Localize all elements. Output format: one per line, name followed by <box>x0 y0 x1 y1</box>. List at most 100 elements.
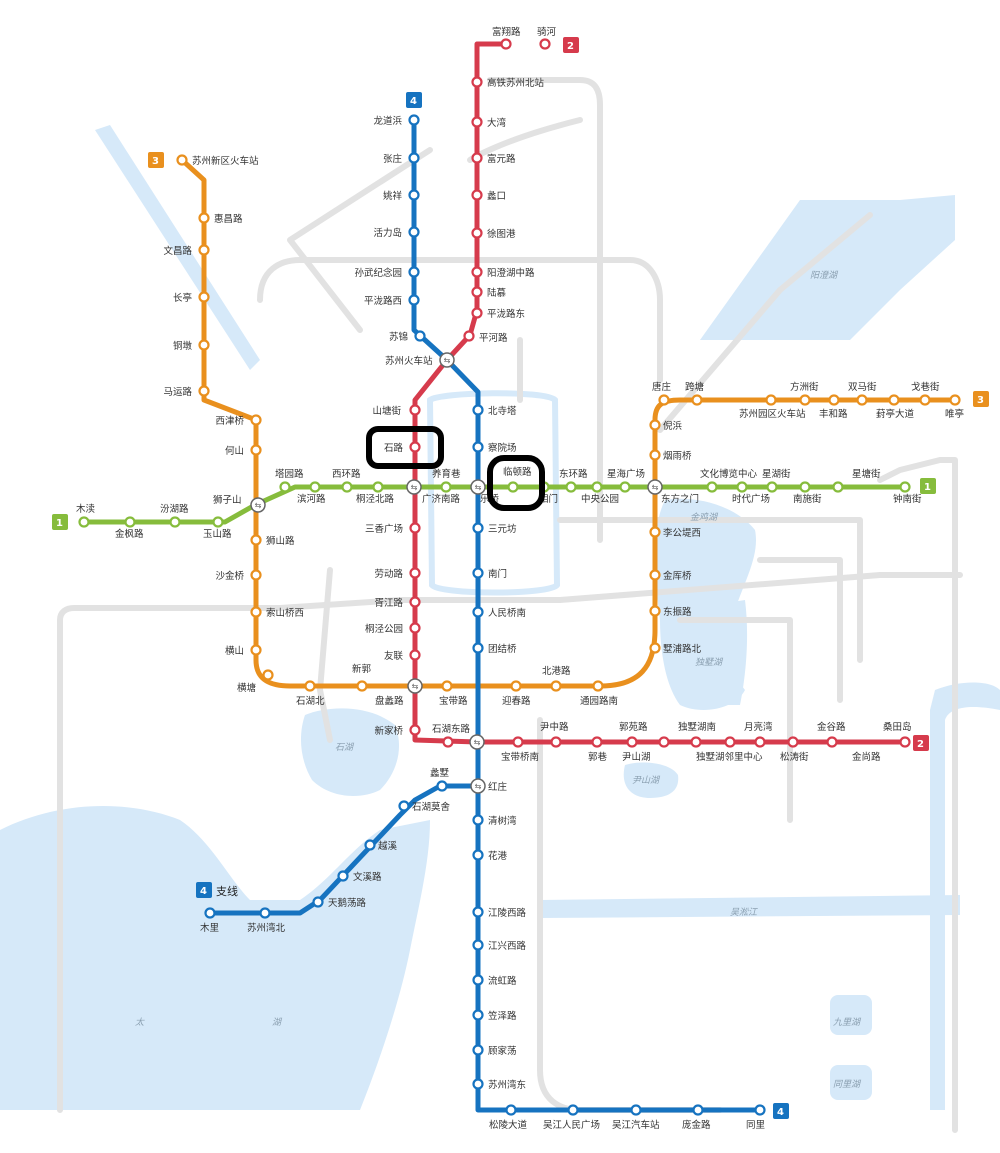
station-lindun[interactable] <box>507 481 519 493</box>
station-qingshu[interactable] <box>472 814 484 826</box>
station-huoli[interactable] <box>408 226 420 238</box>
station-dawan[interactable] <box>471 116 483 128</box>
station-nanshi[interactable] <box>799 481 811 493</box>
station-beisi[interactable] <box>472 404 484 416</box>
station-hengtang[interactable] <box>262 669 274 681</box>
station-wujiang_rm[interactable] <box>567 1104 579 1116</box>
station-kuatang[interactable] <box>691 394 703 406</box>
station-fuxiang[interactable] <box>500 38 512 50</box>
station-jinhu[interactable] <box>649 569 661 581</box>
station-shihu_ym[interactable] <box>398 800 410 812</box>
station-nanmen[interactable] <box>472 567 484 579</box>
station-baodai[interactable] <box>441 680 453 692</box>
station-shantang[interactable] <box>409 404 421 416</box>
station-shajin[interactable] <box>250 569 262 581</box>
station-hengshan[interactable] <box>250 644 262 656</box>
station-yaoxiang[interactable] <box>408 189 420 201</box>
station-binhe[interactable] <box>309 481 321 493</box>
station-songling[interactable] <box>505 1104 517 1116</box>
station-tongyuan_n[interactable] <box>592 680 604 692</box>
station-fenhu[interactable] <box>169 516 181 528</box>
station-gujiadang[interactable] <box>472 1044 484 1056</box>
station-jiangling_w[interactable] <box>472 906 484 918</box>
station-dushu_ll[interactable] <box>690 736 702 748</box>
station-mayun[interactable] <box>198 385 210 397</box>
station-xihuan[interactable] <box>341 481 353 493</box>
station-fengting[interactable] <box>888 394 900 406</box>
station-xinghai[interactable] <box>619 481 631 493</box>
station-gewei[interactable] <box>919 394 931 406</box>
station-heshan[interactable] <box>250 444 262 456</box>
station-dongfang-interchange[interactable] <box>647 479 663 495</box>
station-jiashan_x[interactable] <box>250 606 262 618</box>
station-guangji-interchange[interactable] <box>406 479 422 495</box>
station-lishu[interactable] <box>436 780 448 792</box>
station-shishan[interactable] <box>250 534 262 546</box>
station-lumu[interactable] <box>471 286 483 298</box>
station-zhangzhuang[interactable] <box>408 152 420 164</box>
station-yuexi[interactable] <box>364 839 376 851</box>
station-sanxiang[interactable] <box>409 522 421 534</box>
station-panli-interchange[interactable] <box>407 678 423 694</box>
station-weiting[interactable] <box>949 394 961 406</box>
station-xujiang[interactable] <box>409 596 421 608</box>
station-longdao[interactable] <box>408 114 420 126</box>
station-wujiang_qc[interactable] <box>630 1104 642 1116</box>
station-jingu[interactable] <box>787 736 799 748</box>
station-yangcheng_zhong[interactable] <box>471 266 483 278</box>
station-jiangxing_w[interactable] <box>472 939 484 951</box>
station-yushan[interactable] <box>212 516 224 528</box>
station-tongdun[interactable] <box>198 339 210 351</box>
station-guoxiang[interactable] <box>550 736 562 748</box>
station-szwan_n[interactable] <box>259 907 271 919</box>
station-guoyuan[interactable] <box>591 736 603 748</box>
station-fangzhou[interactable] <box>799 394 811 406</box>
station-tongli_st[interactable] <box>754 1104 766 1116</box>
station-shihudong[interactable] <box>442 736 454 748</box>
station-baodai_qn-interchange[interactable] <box>469 734 485 750</box>
station-pinglong_e[interactable] <box>471 307 483 319</box>
station-pangjin[interactable] <box>692 1104 704 1116</box>
station-tiane[interactable] <box>312 896 324 908</box>
station-changting[interactable] <box>198 291 210 303</box>
station-tongjing_gy[interactable] <box>409 622 421 634</box>
station-hongzhuang-interchange[interactable] <box>470 778 486 794</box>
station-shilu[interactable] <box>409 441 421 453</box>
station-jishuzhi[interactable] <box>649 642 661 654</box>
station-muli[interactable] <box>204 907 216 919</box>
station-laodong[interactable] <box>409 567 421 579</box>
station-shidai[interactable] <box>736 481 748 493</box>
station-lize[interactable] <box>472 1009 484 1021</box>
station-sunwu[interactable] <box>408 266 420 278</box>
station-xinguo[interactable] <box>356 680 368 692</box>
station-lishan[interactable] <box>649 526 661 538</box>
station-shihubei[interactable] <box>304 680 316 692</box>
station-pinghe[interactable] <box>463 330 475 342</box>
station-liuhong[interactable] <box>472 974 484 986</box>
station-suxi[interactable] <box>414 330 426 342</box>
station-fuyuan[interactable] <box>471 152 483 164</box>
station-tuanjie[interactable] <box>472 642 484 654</box>
station-huagang[interactable] <box>472 849 484 861</box>
station-yinshanhu[interactable] <box>626 736 638 748</box>
station-dongzhen[interactable] <box>649 605 661 617</box>
station-xingtang[interactable] <box>832 481 844 493</box>
station-xutugang[interactable] <box>471 227 483 239</box>
station-jinfeng[interactable] <box>124 516 136 528</box>
station-mudu[interactable] <box>78 516 90 528</box>
station-zhongyang[interactable] <box>591 481 603 493</box>
station-youlian[interactable] <box>409 649 421 661</box>
station-lekou[interactable] <box>471 189 483 201</box>
station-yingchun[interactable] <box>510 680 522 692</box>
station-sangtian[interactable] <box>899 736 911 748</box>
station-wenchang[interactable] <box>198 244 210 256</box>
station-wenxi[interactable] <box>337 870 349 882</box>
station-leqiao-interchange[interactable] <box>470 479 486 495</box>
station-yangyuxiang[interactable] <box>440 481 452 493</box>
station-dushu_nan[interactable] <box>658 736 670 748</box>
station-shizishan-interchange[interactable] <box>250 497 266 513</box>
station-donghuan[interactable] <box>565 481 577 493</box>
station-chayuan[interactable] <box>472 441 484 453</box>
station-nibang[interactable] <box>649 419 661 431</box>
station-tayuan[interactable] <box>279 481 291 493</box>
